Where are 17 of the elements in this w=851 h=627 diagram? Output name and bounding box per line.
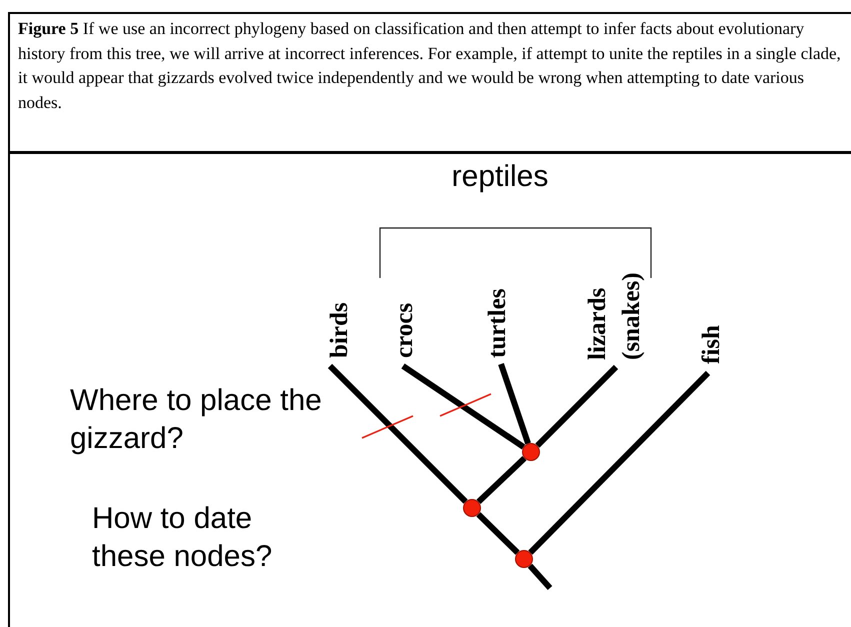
question-text: How to date these nodes?	[92, 501, 274, 575]
tree-branch	[401, 364, 526, 450]
figure-caption: Figure 5 If we use an incorrect phylogeny based on classification and then attempt to infer facts about evolutionary history from this tree, we will arrive at incorrect inferences. For example, if attempt to unite the reptiles in a single clade, it would appear that gizzards evolved twice independently and we would be wrong when attempting to date various nodes.	[18, 18, 842, 114]
question-text: Where to place the gizzard?	[70, 383, 323, 457]
tree-branch	[535, 364, 618, 448]
taxon-label: crocs	[388, 302, 422, 358]
taxon-label: lizards (snakes)	[581, 264, 649, 360]
tree-branch	[528, 564, 552, 590]
tree-branch	[476, 512, 520, 555]
tree-branch	[328, 364, 468, 504]
tree-branch	[476, 456, 527, 504]
tree-branch	[498, 363, 531, 444]
clade-label: reptiles	[450, 159, 550, 195]
taxon-label: birds	[323, 302, 357, 358]
taxon-label: turtles	[481, 288, 515, 358]
taxon-label: fish	[695, 325, 729, 364]
tree-branch	[528, 370, 710, 555]
